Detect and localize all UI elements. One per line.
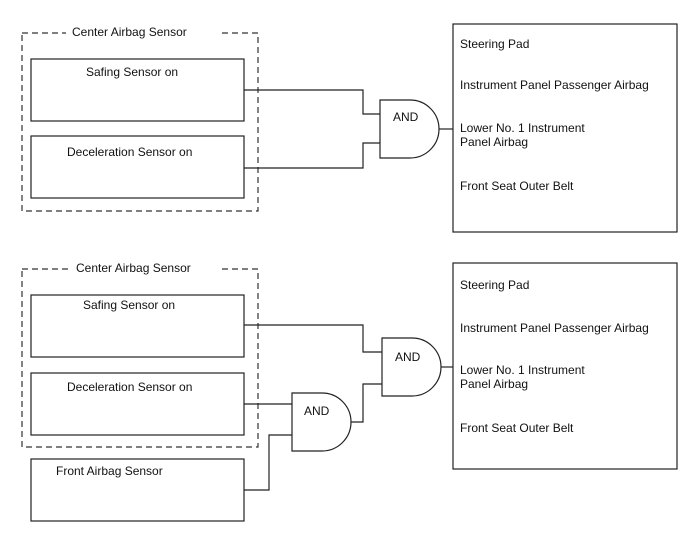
top-output-lower-instrument-line1: Lower No. 1 Instrument: [460, 121, 585, 135]
bottom-group-label: Center Airbag Sensor: [76, 261, 191, 275]
top-output-passenger-airbag: Instrument Panel Passenger Airbag: [460, 78, 649, 92]
top-output-lower-instrument-line2: Panel Airbag: [460, 135, 528, 149]
bottom-output-lower-instrument-line1: Lower No. 1 Instrument: [460, 363, 585, 377]
bottom-front-airbag-sensor-label: Front Airbag Sensor: [56, 464, 163, 478]
bottom-outputs-box: [452, 262, 678, 470]
bottom-safing-sensor-box: [30, 294, 245, 358]
top-and-gate: [379, 99, 440, 159]
bottom-output-lower-instrument-line2: Panel Airbag: [460, 377, 528, 391]
top-deceleration-sensor-box: [30, 135, 245, 199]
top-safing-sensor-label: Safing Sensor on: [86, 65, 178, 79]
bottom-center-airbag-sensor-group: [21, 268, 259, 448]
top-center-airbag-sensor-group: [21, 32, 259, 212]
bottom-outer-and-gate-label: AND: [395, 350, 421, 364]
bottom-output-front-seat-belt: Front Seat Outer Belt: [460, 421, 574, 435]
top-output-steering-pad: Steering Pad: [460, 37, 529, 51]
top-group-label-bg: [66, 24, 218, 40]
top-safing-sensor-box: [30, 58, 245, 122]
bottom-inner-and-gate: [291, 392, 352, 452]
bottom-output-passenger-airbag: Instrument Panel Passenger Airbag: [460, 321, 649, 335]
bottom-deceleration-sensor-label: Deceleration Sensor on: [67, 380, 192, 394]
top-diagram: Center Airbag Sensor Safing Sensor on De…: [21, 23, 678, 233]
bottom-group-label-bg: [70, 260, 222, 276]
bottom-diagram: Center Airbag Sensor Safing Sensor on De…: [21, 260, 678, 522]
bottom-front-airbag-sensor-box: [30, 458, 245, 522]
bottom-inner-and-gate-label: AND: [304, 404, 330, 418]
top-wire-deceleration: [244, 142, 380, 169]
bottom-output-steering-pad: Steering Pad: [460, 278, 529, 292]
bottom-safing-sensor-label: Safing Sensor on: [83, 298, 175, 312]
bottom-deceleration-sensor-box: [30, 372, 245, 436]
top-deceleration-sensor-label: Deceleration Sensor on: [67, 145, 192, 159]
top-group-label: Center Airbag Sensor: [72, 25, 187, 39]
top-wire-safing: [244, 89, 380, 115]
top-outputs-box: [452, 23, 678, 233]
bottom-wire-safing: [244, 324, 382, 353]
top-and-gate-label: AND: [393, 110, 419, 124]
top-output-front-seat-belt: Front Seat Outer Belt: [460, 179, 574, 193]
bottom-wire-front-airbag: [244, 434, 292, 491]
bottom-outer-and-gate: [381, 337, 442, 397]
bottom-wire-inner-gate-output: [351, 383, 382, 423]
